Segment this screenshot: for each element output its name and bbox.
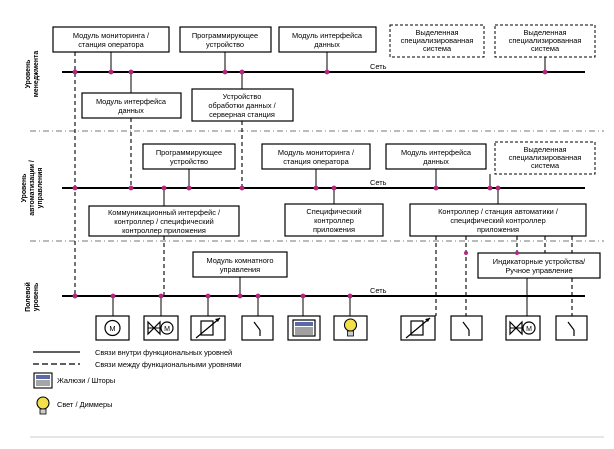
switch-device bbox=[241, 315, 274, 341]
legend-light-icon bbox=[36, 396, 50, 415]
mgmt-server-station: Устройство обработки данных / серверная … bbox=[191, 88, 294, 122]
field-room-module: Модуль комнатного управления bbox=[192, 251, 288, 278]
svg-text:Модуль мониторинга /: Модуль мониторинга / bbox=[278, 148, 355, 157]
svg-text:устройство: устройство bbox=[170, 157, 208, 166]
sensor-actuator-device bbox=[190, 315, 226, 341]
svg-text:Ручное управление: Ручное управление bbox=[505, 266, 572, 275]
mgmt-monitoring-station: Модуль мониторинга / станция оператора bbox=[52, 26, 170, 53]
legend: Связи внутри функциональных уровней Связ… bbox=[33, 348, 241, 415]
light-device bbox=[333, 315, 368, 341]
svg-text:специфический контроллер: специфический контроллер bbox=[450, 216, 545, 225]
mgmt-programming-device: Программирующее устройство bbox=[179, 26, 272, 53]
svg-text:Контроллер / станция автоматик: Контроллер / станция автоматики / bbox=[438, 207, 559, 216]
svg-text:Выделенная: Выделенная bbox=[523, 145, 566, 154]
mgmt-interface-module-lower: Модуль интерфейса данных bbox=[81, 92, 182, 119]
svg-text:данных: данных bbox=[423, 157, 449, 166]
svg-text:устройство: устройство bbox=[206, 40, 244, 49]
svg-text:система: система bbox=[423, 44, 452, 53]
valve-motor-device-2: M bbox=[505, 315, 541, 341]
svg-text:контроллер приложения: контроллер приложения bbox=[122, 226, 206, 235]
level-label-automation: Уровень автоматизации / управления bbox=[21, 160, 44, 216]
svg-text:M: M bbox=[526, 326, 532, 333]
svg-text:Полевой: Полевой bbox=[24, 282, 32, 312]
level-label-management: Уровень менеджмента bbox=[25, 51, 40, 98]
legend-solid-label: Связи внутри функциональных уровней bbox=[95, 348, 232, 357]
svg-text:специализированная: специализированная bbox=[509, 36, 582, 45]
level-label-field: Полевой уровень bbox=[24, 282, 40, 312]
svg-text:данных: данных bbox=[118, 106, 144, 115]
svg-text:Модуль интерфейса: Модуль интерфейса bbox=[96, 97, 167, 106]
svg-text:Модуль комнатного: Модуль комнатного bbox=[206, 256, 273, 265]
legend-light-label: Свет / Диммеры bbox=[57, 400, 112, 409]
auto-dedicated-system: Выделенная специализированная система bbox=[494, 141, 596, 175]
svg-text:Модуль интерфейса: Модуль интерфейса bbox=[292, 31, 363, 40]
legend-blinds-icon bbox=[33, 372, 53, 389]
management-bus-label: Сеть bbox=[370, 62, 387, 71]
svg-text:Выделенная: Выделенная bbox=[415, 28, 458, 37]
svg-text:Выделенная: Выделенная bbox=[523, 28, 566, 37]
svg-text:M: M bbox=[109, 324, 115, 333]
mgmt-dedicated-system-2: Выделенная специализированная система bbox=[494, 24, 596, 58]
blinds-device bbox=[287, 315, 321, 341]
svg-text:станция оператора: станция оператора bbox=[78, 40, 144, 49]
svg-text:управления: управления bbox=[37, 168, 44, 209]
svg-text:данных: данных bbox=[314, 40, 340, 49]
svg-text:обработки данных /: обработки данных / bbox=[208, 101, 276, 110]
legend-blinds-label: Жалюзи / Шторы bbox=[57, 376, 115, 385]
svg-text:приложения: приложения bbox=[477, 225, 519, 234]
automation-bus-label: Сеть bbox=[370, 178, 387, 187]
svg-text:управления: управления bbox=[220, 265, 260, 274]
valve-motor-device: M bbox=[143, 315, 179, 341]
svg-text:система: система bbox=[531, 161, 560, 170]
svg-text:Коммуникационный интерфейс /: Коммуникационный интерфейс / bbox=[108, 208, 221, 217]
legend-dashed-label: Связи между функциональными уровнями bbox=[95, 360, 241, 369]
field-bus-label: Сеть bbox=[370, 286, 387, 295]
svg-text:Модуль мониторинга /: Модуль мониторинга / bbox=[73, 31, 150, 40]
svg-text:Индикаторные устройства/: Индикаторные устройства/ bbox=[493, 257, 586, 266]
svg-text:Уровень: Уровень bbox=[25, 60, 32, 89]
sensor-actuator-device-2 bbox=[400, 315, 436, 341]
svg-text:Уровень: Уровень bbox=[21, 174, 28, 203]
auto-automation-controller: Контроллер / станция автоматики / специф… bbox=[409, 203, 587, 237]
field-indicators: Индикаторные устройства/ Ручное управлен… bbox=[477, 252, 601, 279]
mgmt-dedicated-system-1: Выделенная специализированная система bbox=[389, 24, 485, 58]
switch-device-2 bbox=[450, 315, 483, 341]
svg-text:специализированная: специализированная bbox=[401, 36, 474, 45]
auto-monitoring-station: Модуль мониторинга / станция оператора bbox=[261, 143, 371, 170]
auto-interface-module: Модуль интерфейса данных bbox=[385, 143, 487, 170]
auto-comm-interface: Коммуникационный интерфейс / контроллер … bbox=[88, 205, 240, 237]
svg-text:Устройство: Устройство bbox=[223, 92, 262, 101]
auto-programming-device: Программирующее устройство bbox=[142, 143, 236, 170]
junction-dots bbox=[72, 69, 548, 299]
svg-text:серверная станция: серверная станция bbox=[209, 110, 275, 119]
svg-text:Программирующее: Программирующее bbox=[156, 148, 222, 157]
auto-specific-controller: Специфический контроллер приложения bbox=[284, 203, 384, 237]
svg-text:приложения: приложения bbox=[313, 225, 355, 234]
svg-text:M: M bbox=[164, 326, 170, 333]
svg-text:система: система bbox=[531, 44, 560, 53]
svg-text:контроллер: контроллер bbox=[314, 216, 354, 225]
svg-text:специализированная: специализированная bbox=[509, 153, 582, 162]
svg-text:менеджмента: менеджмента bbox=[33, 51, 40, 98]
svg-text:Модуль интерфейса: Модуль интерфейса bbox=[401, 148, 472, 157]
motor-device: M bbox=[95, 315, 130, 341]
svg-text:Программирующее: Программирующее bbox=[192, 31, 258, 40]
svg-text:станция оператора: станция оператора bbox=[283, 157, 349, 166]
svg-text:автоматизации /: автоматизации / bbox=[29, 160, 36, 216]
switch-device-3 bbox=[555, 315, 588, 341]
mgmt-interface-module: Модуль интерфейса данных bbox=[278, 26, 377, 53]
svg-text:Специфический: Специфический bbox=[306, 207, 361, 216]
svg-text:уровень: уровень bbox=[33, 283, 40, 312]
svg-text:контроллер / специфический: контроллер / специфический bbox=[114, 217, 213, 226]
